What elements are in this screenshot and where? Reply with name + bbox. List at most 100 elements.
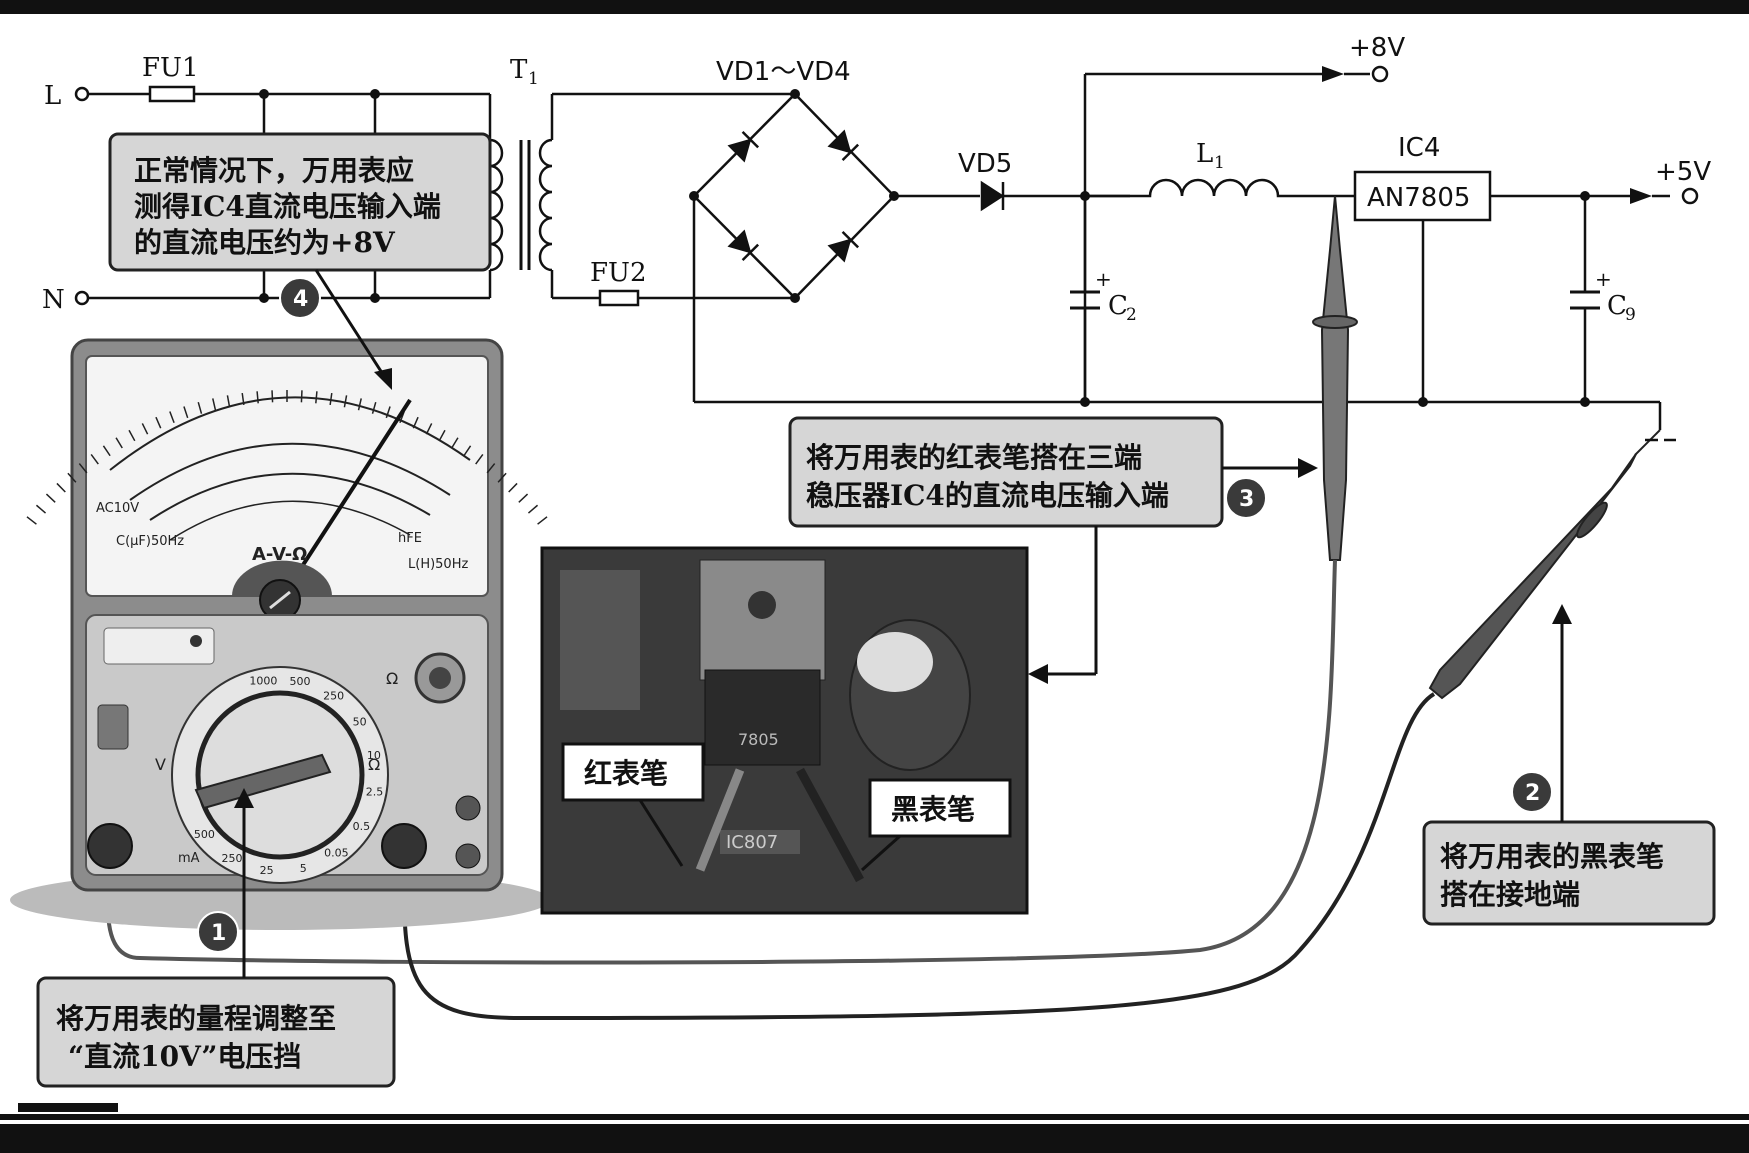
- callout-1-line2: “直流10V”电压挡: [68, 1040, 301, 1073]
- meter-tick: [271, 390, 274, 403]
- jack-left[interactable]: [87, 823, 133, 869]
- meter-ma-label: mA: [178, 851, 200, 866]
- callout-4-line3: 的直流电压约为+8V: [134, 226, 396, 259]
- meter-tick: [329, 392, 333, 406]
- label-5v: +5V: [1655, 157, 1711, 187]
- meter-tick: [371, 401, 377, 414]
- diode-vd5: [980, 180, 1005, 212]
- step-2-number: 2: [1525, 781, 1540, 806]
- bottom-left-mark: [18, 1103, 118, 1112]
- meter-tick: [141, 423, 149, 435]
- meter-needle: [288, 398, 412, 587]
- label-bridge: VD1～VD4: [716, 57, 851, 87]
- meter-tick: [256, 391, 259, 404]
- board-label: IC807: [726, 832, 778, 853]
- board-photo: 7805 IC807: [540, 546, 1029, 915]
- meter-tick: [486, 463, 496, 474]
- range-label: 500: [289, 675, 310, 688]
- label-c9-plus: +: [1595, 267, 1612, 291]
- meter-tick: [497, 472, 507, 483]
- range-label: 2.5: [366, 786, 384, 799]
- range-label: 50: [353, 715, 367, 728]
- range-label: 10: [367, 749, 381, 762]
- bridge-diodes: [727, 129, 860, 263]
- meter-tick: [241, 392, 245, 406]
- inductor-l1: [1130, 178, 1292, 198]
- callout-2: 将万用表的黑表笔 搭在接地端: [1422, 604, 1716, 926]
- junction-dots: [259, 89, 1590, 407]
- label-ic-part: AN7805: [1367, 183, 1470, 213]
- meter-tick: [315, 391, 318, 404]
- fuse-fu2: [598, 289, 640, 307]
- arrow-8v: [1322, 66, 1344, 82]
- callout-3-line1: 将万用表的红表笔搭在三端: [806, 441, 1142, 474]
- meter-tick: [128, 429, 136, 442]
- meter-tick: [300, 390, 303, 403]
- bottom-right-block: [1548, 1136, 1688, 1153]
- meter-tick: [412, 416, 419, 429]
- label-8v: +8V: [1349, 33, 1405, 63]
- range-label: 250: [222, 852, 243, 865]
- meter-tick: [527, 504, 539, 514]
- meter-tick: [343, 395, 348, 408]
- chip-marking: 7805: [738, 730, 779, 749]
- meter-tick: [537, 516, 548, 525]
- callout-1-line1: 将万用表的量程调整至: [56, 1002, 336, 1035]
- meter-tick: [102, 445, 111, 457]
- callout-2-line1: 将万用表的黑表笔: [1440, 840, 1664, 873]
- callout-1: 将万用表的量程调整至 “直流10V”电压挡: [36, 788, 396, 1088]
- meter-acv-label: AC10V: [96, 501, 139, 516]
- multimeter: A-V-Ω AC10V C(μF)50Hz L(H)50Hz hFE Ω 100…: [10, 338, 550, 930]
- range-label: 0.05: [324, 847, 349, 860]
- callout-3: 将万用表的红表笔搭在三端 稳压器IC4的直流电压输入端: [788, 416, 1318, 684]
- meter-tick: [155, 416, 162, 429]
- step-3-number: 3: [1239, 487, 1254, 512]
- jack-upper[interactable]: [455, 795, 481, 821]
- meter-tick: [67, 472, 77, 483]
- callout-4: 正常情况下，万用表应 测得IC4直流电压输入端 的直流电压约为+8V: [108, 132, 492, 390]
- meter-tick: [78, 463, 88, 474]
- meter-tick: [451, 437, 459, 449]
- meter-tick: [226, 395, 231, 408]
- terminals: [74, 65, 1699, 306]
- meter-scale-label: A-V-Ω: [252, 544, 308, 565]
- range-label: 25: [260, 864, 274, 877]
- top-border: [0, 0, 1749, 14]
- meter-ind-label: L(H)50Hz: [408, 557, 468, 572]
- label-vd5: VD5: [958, 149, 1012, 179]
- label-n: N: [42, 285, 65, 315]
- meter-tick: [56, 482, 66, 493]
- meter-ohm-label-2: Ω: [368, 755, 380, 774]
- jack-right[interactable]: [381, 823, 427, 869]
- label-c9-sub: 9: [1625, 305, 1636, 325]
- meter-tick: [508, 482, 518, 493]
- jack-lower[interactable]: [455, 843, 481, 869]
- meter-tick: [385, 406, 391, 419]
- meter-hfe-label: hFE: [398, 531, 422, 546]
- meter-tick: [183, 406, 189, 419]
- label-c2: C: [1108, 291, 1128, 321]
- callout-4-line1: 正常情况下，万用表应: [134, 154, 414, 187]
- step-badge-2: 2: [1511, 771, 1553, 813]
- capacitor-c2: [1070, 290, 1100, 310]
- callout-4-line2: 测得IC4直流电压输入端: [134, 190, 441, 223]
- label-fu2: FU2: [590, 258, 647, 288]
- meter-tick: [26, 516, 37, 525]
- arrow-5v: [1630, 188, 1652, 204]
- label-fu1: FU1: [142, 53, 199, 83]
- range-label: 5: [300, 862, 307, 875]
- meter-tick: [425, 423, 433, 435]
- label-t1: T: [510, 55, 528, 85]
- step-badge-3: 3: [1225, 477, 1267, 519]
- step-1-number: 1: [211, 921, 226, 946]
- black-probe-tag: 黑表笔: [860, 778, 1012, 872]
- label-c9: C: [1607, 291, 1627, 321]
- black-probe: [402, 429, 1661, 1021]
- meter-tick: [475, 453, 484, 465]
- label-ic4: IC4: [1398, 133, 1440, 163]
- black-probe-label: 黑表笔: [891, 793, 975, 826]
- meter-tick: [518, 493, 529, 503]
- transformer-coils: [489, 138, 553, 272]
- range-label: 500: [194, 828, 215, 841]
